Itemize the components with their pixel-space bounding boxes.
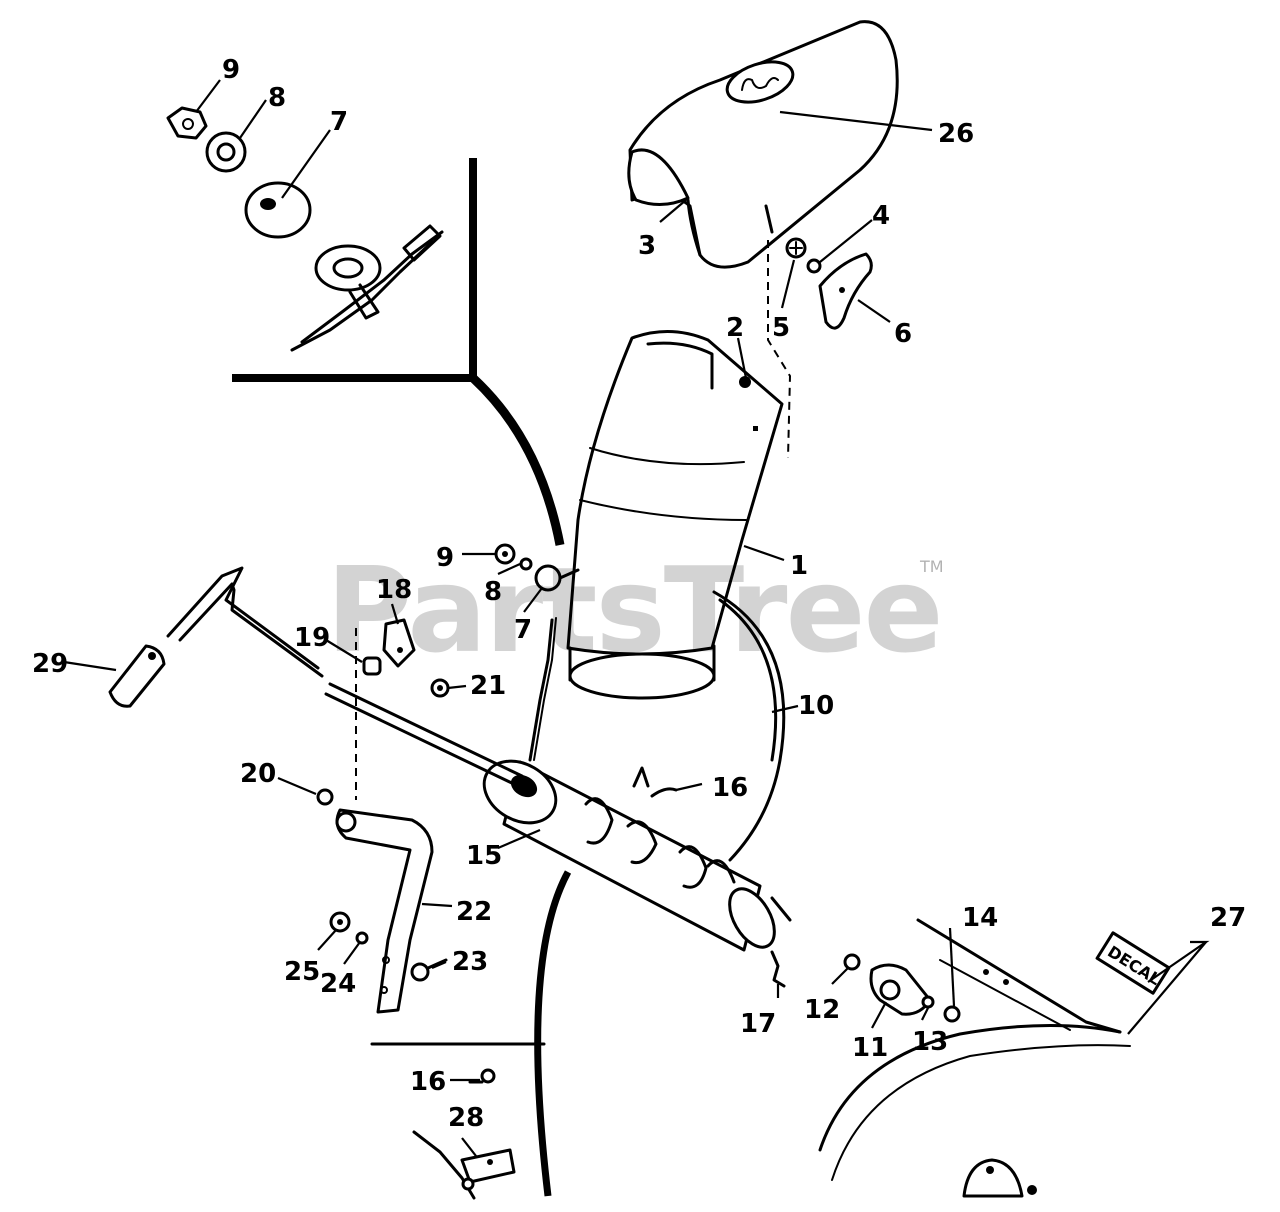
part-bracket-11 (869, 963, 932, 1016)
label-14: 14 (962, 903, 998, 933)
control-cable (528, 590, 786, 862)
part-nut-14 (943, 1005, 961, 1023)
label-7-mid: 7 (514, 615, 532, 645)
part-bracket-22 (335, 808, 434, 1014)
part-nut-9-mid (494, 543, 516, 565)
label-21: 21 (470, 671, 506, 701)
label-10: 10 (798, 691, 834, 721)
part-nut-20 (316, 788, 334, 806)
crank-handle-grip (108, 644, 166, 708)
part-nut-25 (329, 911, 351, 933)
part-nut-4 (806, 258, 822, 274)
part-nut-13 (921, 995, 935, 1009)
part-washer-24 (355, 931, 369, 945)
label-3: 3 (638, 231, 656, 261)
part-clip-17 (770, 950, 786, 988)
label-17: 17 (740, 1009, 776, 1039)
label-8-mid: 8 (484, 577, 502, 607)
part-screw-5 (785, 237, 807, 259)
part-bolt-23 (410, 958, 448, 982)
part-pulley-7-mid (534, 564, 580, 592)
label-16-mid: 16 (712, 773, 748, 803)
auger-housing-lower-right (818, 918, 1131, 1198)
decal-27: DECAL (1095, 931, 1171, 995)
label-12: 12 (804, 995, 840, 1025)
label-18: 18 (376, 575, 412, 605)
label-4: 4 (872, 201, 890, 231)
label-2: 2 (726, 313, 744, 343)
crank-rod (166, 566, 524, 788)
crank-tube (482, 759, 792, 952)
label-5: 5 (772, 313, 790, 343)
cable-pulley-inset (290, 224, 444, 352)
label-28: 28 (448, 1103, 484, 1133)
label-24: 24 (320, 969, 356, 999)
label-8-top: 8 (268, 83, 286, 113)
discharge-chute (566, 329, 784, 700)
leader-lines (63, 79, 1210, 1157)
part-pin-16-bottom (468, 1068, 496, 1084)
part-clip-16-mid (632, 766, 678, 798)
part-bushing-19 (362, 656, 382, 676)
label-1: 1 (790, 551, 808, 581)
housing-outline (232, 158, 572, 1197)
label-16-bottom: 16 (410, 1067, 446, 1097)
label-9-mid: 9 (436, 543, 454, 573)
label-6: 6 (894, 319, 912, 349)
label-26: 26 (938, 119, 974, 149)
part-nut-21 (430, 678, 450, 698)
part-labels: 9 8 7 26 3 4 5 2 6 1 9 8 7 18 19 21 29 1… (32, 55, 1246, 1133)
part-washer-8-mid (519, 557, 533, 571)
label-29: 29 (32, 649, 68, 679)
part-nut-9-top (166, 106, 208, 140)
label-9-top: 9 (222, 55, 240, 85)
chute-deflector (627, 20, 899, 269)
label-27: 27 (1210, 903, 1246, 933)
part-pulley-7-top (244, 181, 312, 239)
label-25: 25 (284, 957, 320, 987)
label-7-top: 7 (330, 107, 348, 137)
part-cable-end-28 (412, 1130, 516, 1200)
part-washer-8-top (205, 131, 247, 173)
part-bolt-12 (843, 953, 861, 971)
label-20: 20 (240, 759, 276, 789)
part-bracket-6 (818, 252, 873, 330)
label-11: 11 (852, 1033, 888, 1063)
label-13: 13 (912, 1027, 948, 1057)
label-15: 15 (466, 841, 502, 871)
label-22: 22 (456, 897, 492, 927)
watermark-text: PartsTree (326, 541, 942, 679)
label-23: 23 (452, 947, 488, 977)
watermark-tm: TM (919, 557, 944, 576)
logo-decal-26 (725, 60, 795, 104)
label-19: 19 (294, 623, 330, 653)
part-guide-18 (382, 618, 416, 668)
